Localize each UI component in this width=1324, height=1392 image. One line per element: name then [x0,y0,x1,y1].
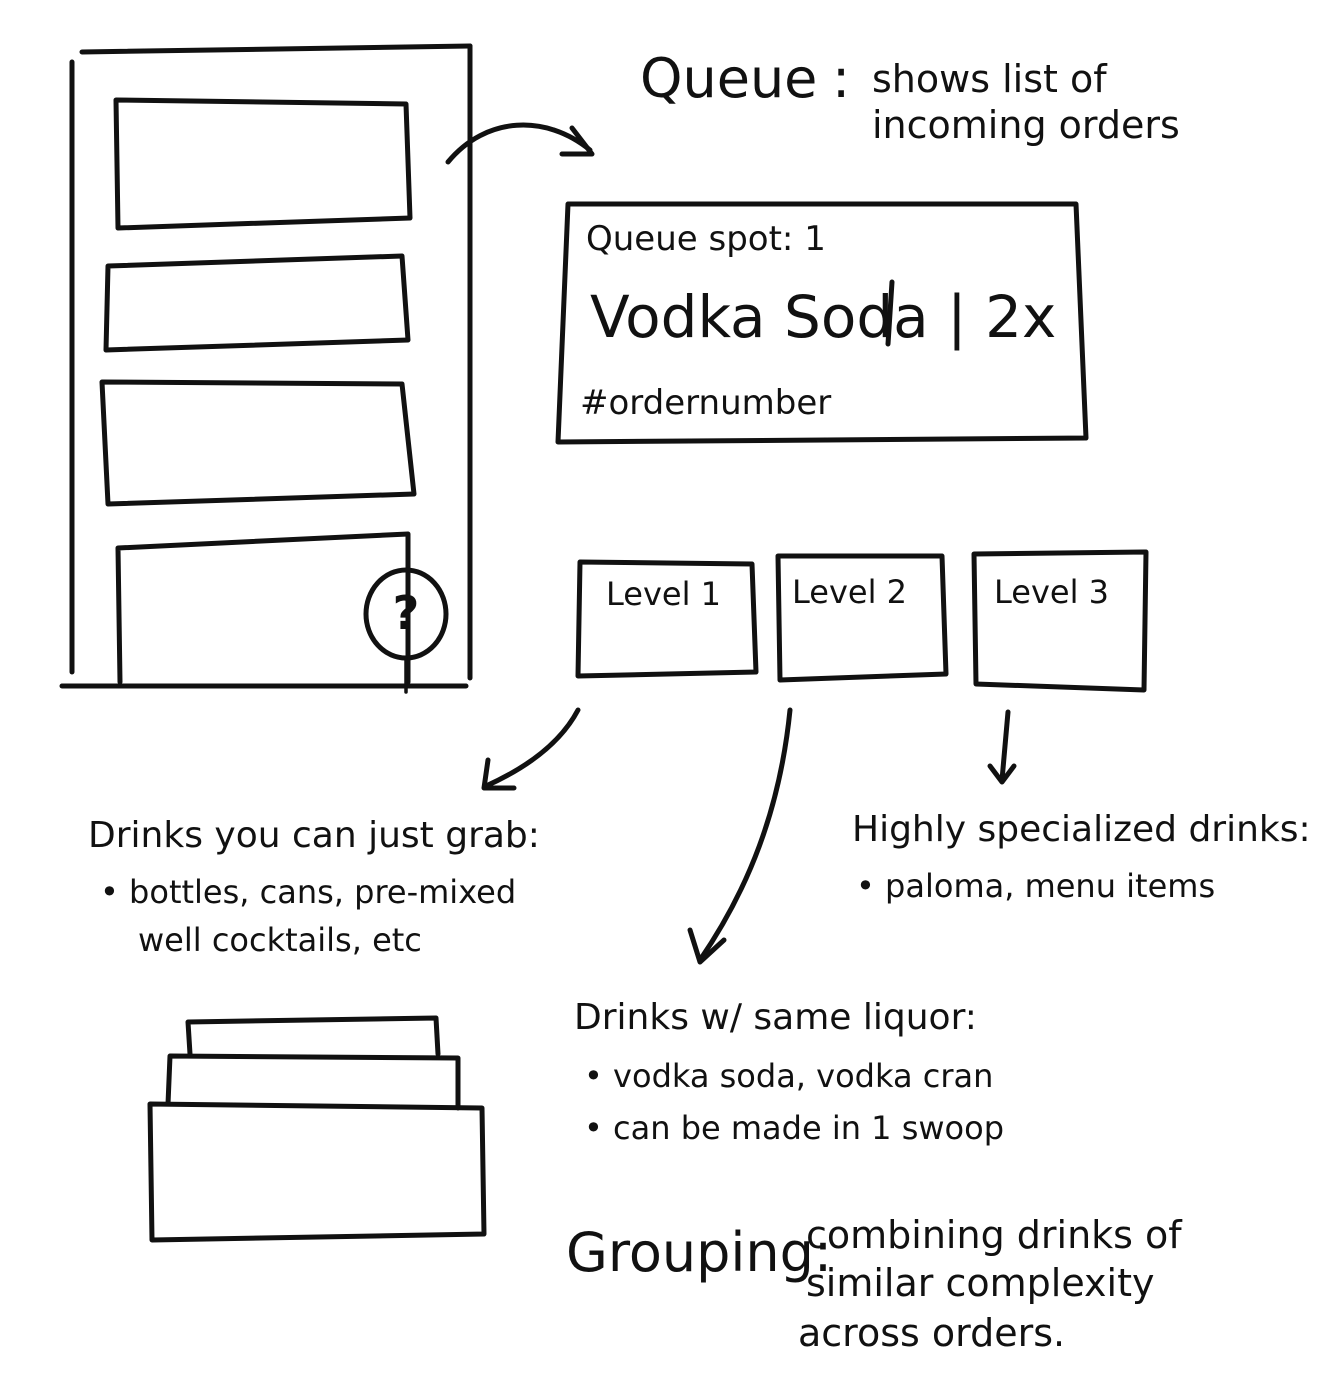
level-2-label: Level 2 [792,573,907,611]
level-1-box[interactable] [575,559,759,679]
level-1-note-bullet-line1: • bottles, cans, pre-mixed [100,873,517,911]
queue-list-item-4[interactable] [115,531,411,685]
level-3-label: Level 3 [994,573,1109,611]
question-mark-icon: ? [392,586,420,640]
level-2-arrow [687,707,793,965]
grouping-description-line2: similar complexity [806,1261,1155,1305]
grouping-label: Grouping: [566,1221,833,1284]
level-3-box[interactable] [971,549,1149,693]
queue-spot-label: Queue spot: 1 [586,219,826,259]
level-3-note-title: Highly specialized drinks: [852,809,1311,850]
queue-list-item-2[interactable] [103,253,411,353]
queue-description-line1: shows list of [872,57,1107,101]
grouping-description-line3: across orders. [798,1311,1066,1355]
level-3-note-bullet: • paloma, menu items [856,867,1216,905]
help-button[interactable] [363,567,449,694]
level-1-label: Level 1 [606,575,721,613]
level-2-box[interactable] [775,553,949,683]
level-1-note-title: Drinks you can just grab: [88,815,540,856]
queue-label: Queue [640,47,818,110]
order-number-label: #ordernumber [580,383,832,423]
queue-description-line2: incoming orders [872,103,1180,147]
drink-quantity-label: Vodka Soda | 2x [590,283,1057,351]
queue-panel-outline [59,43,473,689]
queue-list-item-3[interactable] [99,379,417,507]
level-1-note-bullet-line2: well cocktails, etc [138,921,422,959]
queue-arrow [445,122,595,165]
queue-separator: : [832,47,851,110]
level-3-arrow [987,709,1017,785]
grouped-cards-stack [147,1015,487,1243]
level-2-note-bullet-2: • can be made in 1 swoop [584,1109,1005,1147]
grouping-description-line1: combining drinks of [806,1213,1182,1257]
level-2-note-bullet-1: • vodka soda, vodka cran [584,1057,994,1095]
order-card[interactable] [555,201,1089,445]
queue-list-item-1[interactable] [113,97,413,231]
level-2-note-title: Drinks w/ same liquor: [574,997,977,1038]
level-1-arrow [481,707,581,791]
order-card-divider [885,279,895,347]
